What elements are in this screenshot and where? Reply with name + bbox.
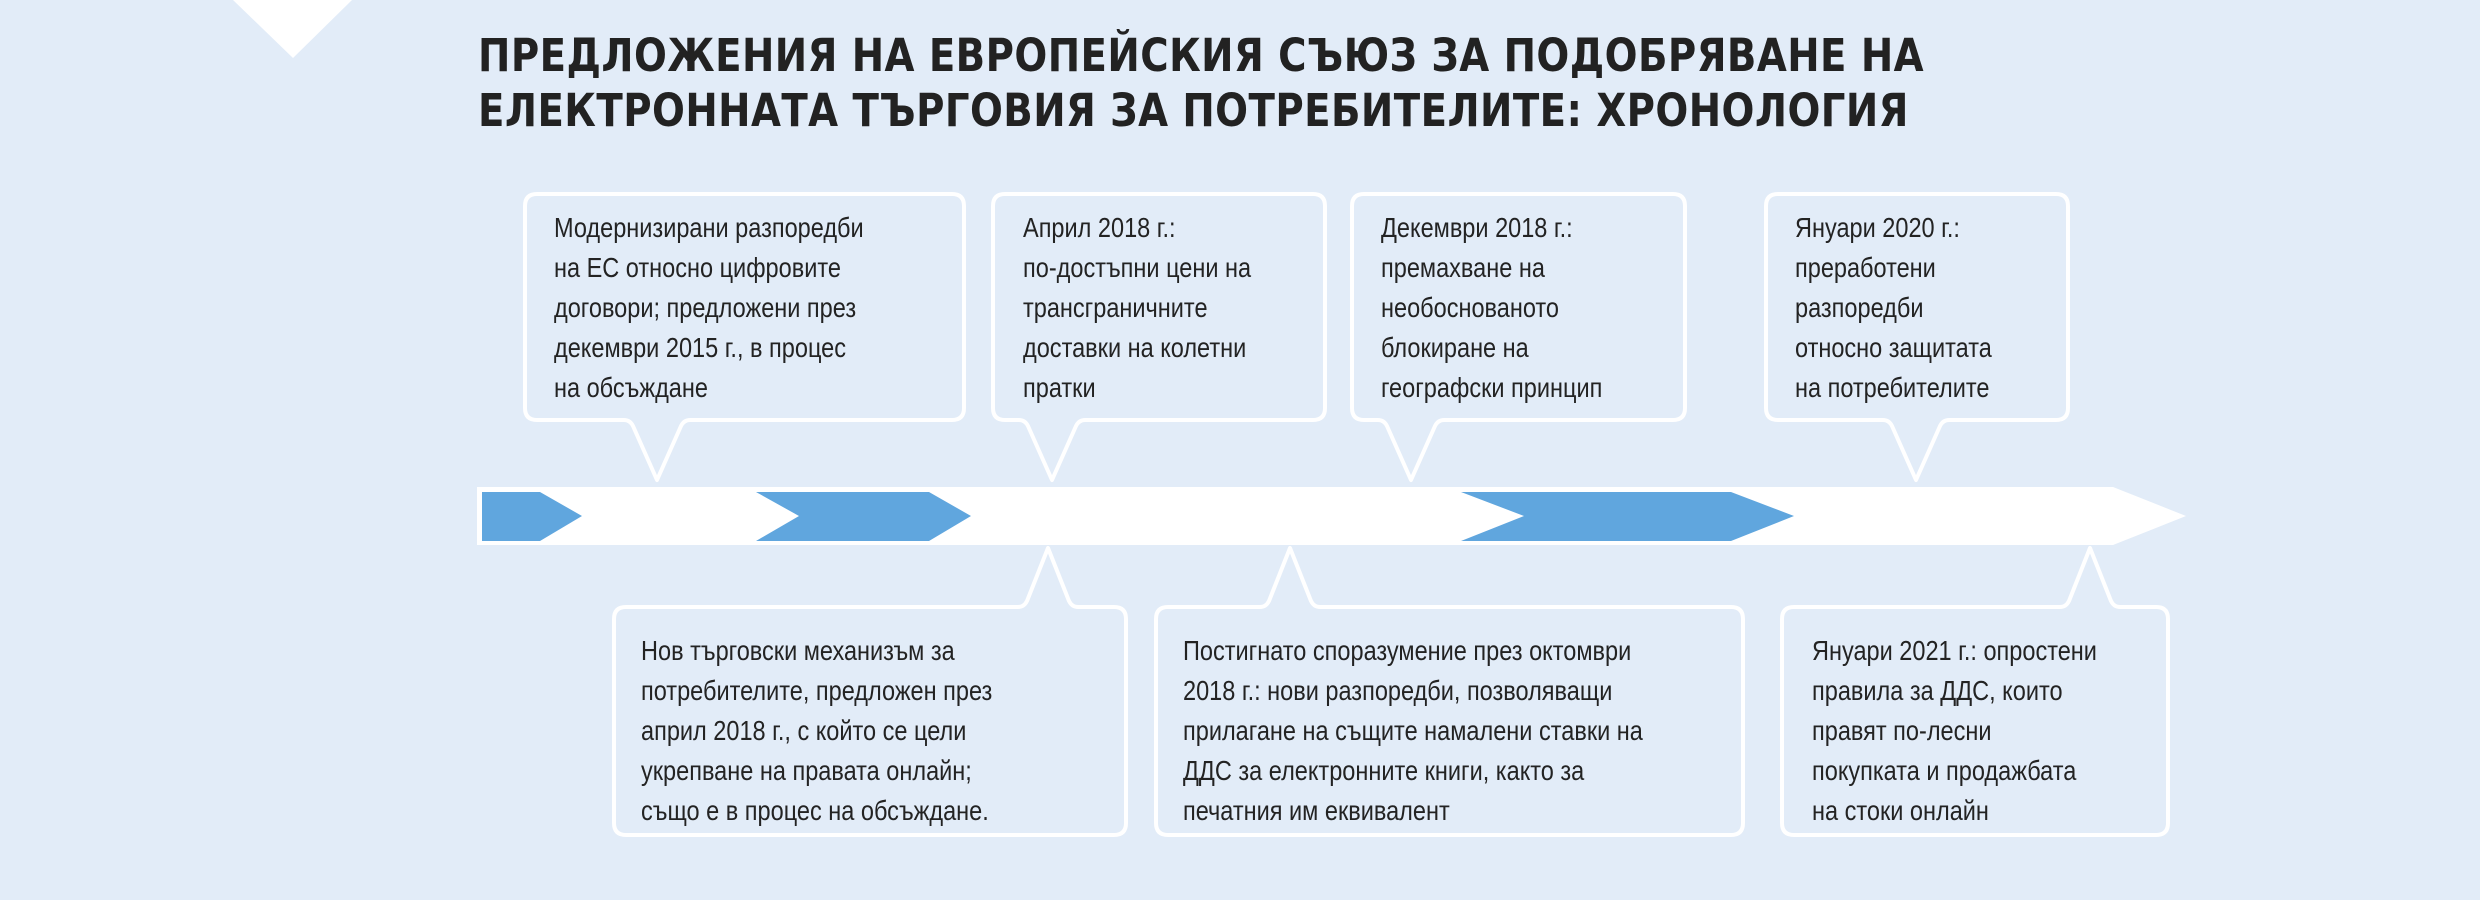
callout-top-1: Модернизирани разпоредби на ЕС относно ц… <box>554 208 864 408</box>
callout-line: потребителите, предложен през <box>641 675 993 706</box>
callout-top-3: Декември 2018 г.: премахване на необосно… <box>1381 208 1602 408</box>
timeline-segment-2 <box>756 492 971 541</box>
callout-line: правят по-лесни <box>1812 715 1992 746</box>
corner-triangle-decoration <box>233 0 352 58</box>
callout-line: 2018 г.: нови разпоредби, позволяващи <box>1183 675 1613 706</box>
callout-line: разпоредби <box>1795 292 1924 323</box>
callout-line: прилагане на същите намалени ставки на <box>1183 715 1643 746</box>
timeline-segment-1 <box>482 492 582 541</box>
callout-line: Април 2018 г.: <box>1023 212 1176 243</box>
callout-bottom-3-frame <box>1780 546 2170 837</box>
timeline-arrow-bar <box>477 487 2186 545</box>
callout-line: декември 2015 г., в процес <box>554 332 847 363</box>
callout-line: доставки на колетни <box>1023 332 1247 363</box>
callout-line: на стоки онлайн <box>1812 795 1989 826</box>
callout-top-4-frame <box>1764 192 2070 482</box>
callout-line: пратки <box>1023 372 1096 403</box>
callout-line: договори; предложени през <box>554 292 857 323</box>
callout-line: Януари 2020 г.: <box>1795 212 1960 243</box>
callout-line: географски принцип <box>1381 372 1603 403</box>
callout-line: относно защитата <box>1795 332 1992 363</box>
callout-bottom-2: Постигнато споразумение през октомври 20… <box>1183 631 1643 831</box>
callout-line: печатния им еквивалент <box>1183 795 1450 826</box>
callout-line: покупката и продажбата <box>1812 755 2077 786</box>
page-title-line-2: ЕЛЕКТРОННАТА ТЪРГОВИЯ ЗА ПОТРЕБИТЕЛИТЕ: … <box>478 84 1909 137</box>
callout-line: необоснованото <box>1381 292 1559 323</box>
callout-line: укрепване на правата онлайн; <box>641 755 972 786</box>
callout-line: на обсъждане <box>554 372 708 403</box>
callout-line: също е в процес на обсъждане. <box>641 795 989 826</box>
callout-top-2-frame <box>991 192 1327 482</box>
timeline-segment-3 <box>1461 492 1794 541</box>
callout-bottom-1: Нов търговски механизъм за потребителите… <box>641 631 992 831</box>
callout-top-1-frame <box>523 192 966 482</box>
callout-line: Постигнато споразумение през октомври <box>1183 635 1632 666</box>
callout-line: преработени <box>1795 252 1936 283</box>
callout-line: премахване на <box>1381 252 1545 283</box>
callout-bottom-3: Януари 2021 г.: опростени правила за ДДС… <box>1812 631 2097 831</box>
callout-top-4: Януари 2020 г.: преработени разпоредби о… <box>1795 208 1992 408</box>
callout-line: на потребителите <box>1795 372 1990 403</box>
callout-line: блокиране на <box>1381 332 1529 363</box>
callout-line: април 2018 г., с който се цели <box>641 715 967 746</box>
callout-bottom-1-frame <box>612 546 1128 837</box>
page-title: ПРЕДЛОЖЕНИЯ НА ЕВРОПЕЙСКИЯ СЪЮЗ ЗА ПОДОБ… <box>478 28 1924 138</box>
callout-top-2: Април 2018 г.: по-достъпни цени на транс… <box>1023 208 1251 408</box>
callout-top-3-frame <box>1350 192 1687 482</box>
callout-line: Модернизирани разпоредби <box>554 212 864 243</box>
page-title-line-1: ПРЕДЛОЖЕНИЯ НА ЕВРОПЕЙСКИЯ СЪЮЗ ЗА ПОДОБ… <box>478 29 1925 82</box>
callout-line: по-достъпни цени на <box>1023 252 1252 283</box>
callout-line: Януари 2021 г.: опростени <box>1812 635 2097 666</box>
callout-line: правила за ДДС, които <box>1812 675 2063 706</box>
callout-line: на ЕС относно цифровите <box>554 252 841 283</box>
callout-line: Нов търговски механизъм за <box>641 635 955 666</box>
callout-line: ДДС за електронните книги, както за <box>1183 755 1585 786</box>
callout-line: Декември 2018 г.: <box>1381 212 1573 243</box>
callout-bottom-2-frame <box>1154 546 1745 837</box>
callout-line: трансграничните <box>1023 292 1208 323</box>
